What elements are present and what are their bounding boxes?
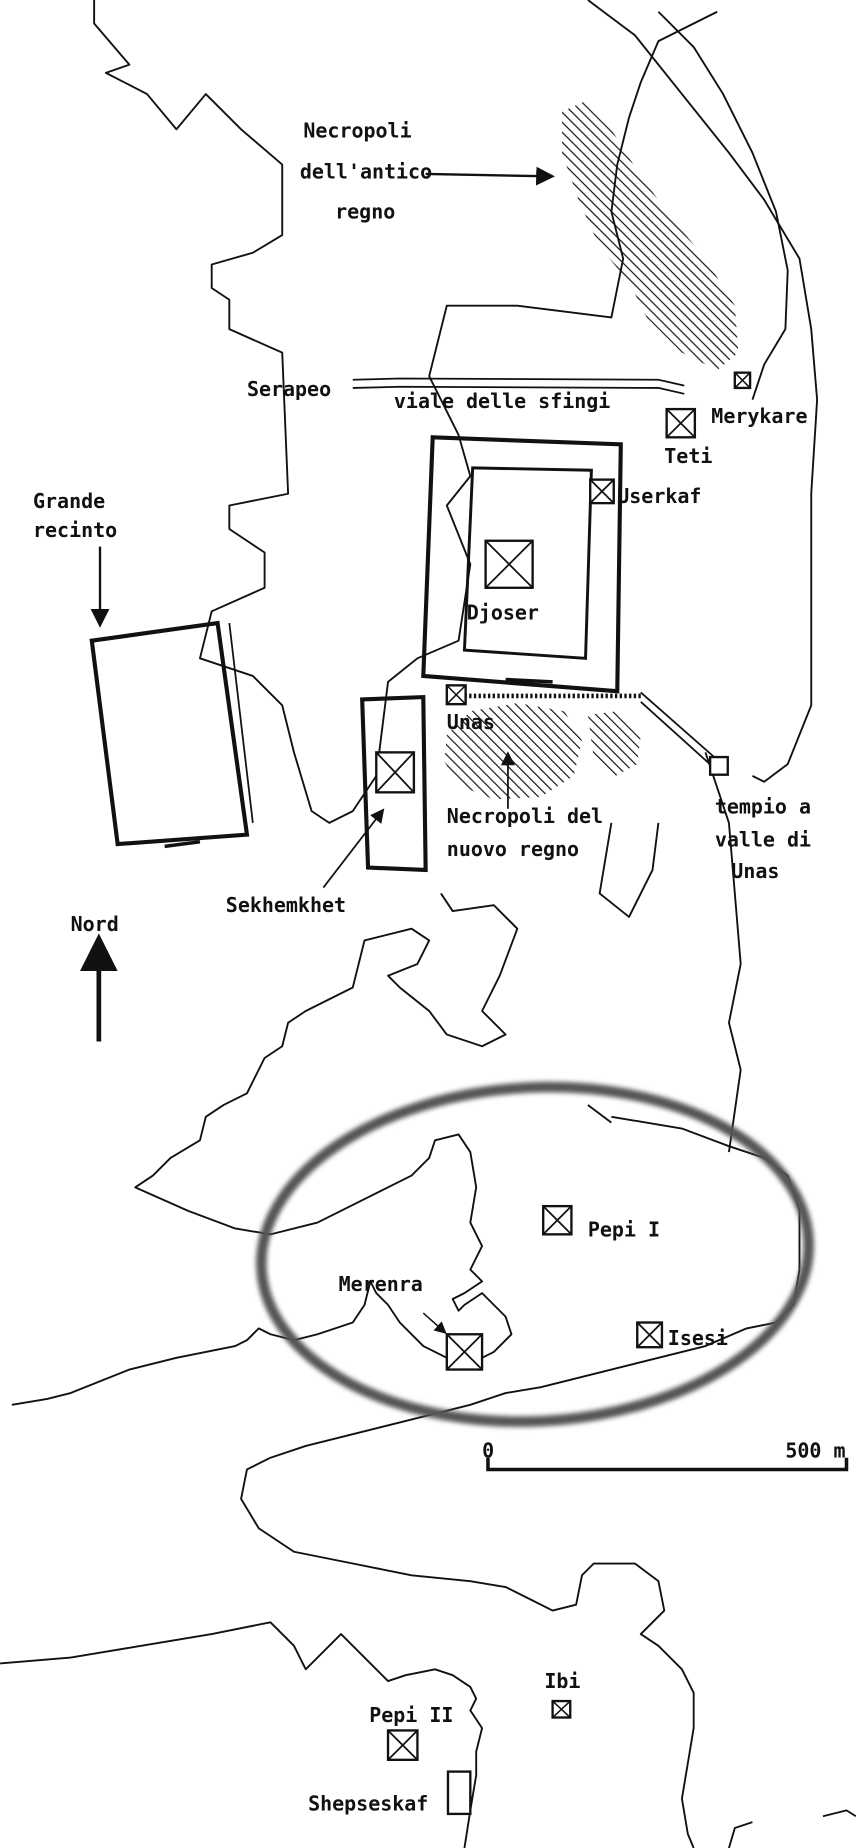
label-ibi: Ibi [544, 1669, 580, 1693]
label-grande-recinto-1: Grande [33, 489, 105, 513]
pyramid-unas-icon [445, 684, 467, 706]
label-serapeo: Serapeo [247, 377, 331, 401]
pyramid-merykare-icon [733, 371, 752, 390]
scale-start-label: 0 [482, 1439, 494, 1463]
pyramid-ibi-icon [551, 1699, 572, 1719]
label-viale: viale delle sfingi [394, 389, 610, 413]
label-pepi-i: Pepi I [588, 1218, 660, 1242]
label-teti: Teti [664, 444, 712, 468]
label-sekhemkhet: Sekhemkhet [226, 893, 346, 917]
grande-recinto-enclosure [89, 620, 250, 847]
sekhemkhet-enclosure [360, 694, 428, 873]
avenue-of-sphinxes [352, 377, 685, 395]
label-nord: Nord [71, 912, 119, 936]
label-necropoli-nuovo-2: nuovo regno [447, 837, 579, 861]
label-necropoli-antico-2: dell'antico [300, 160, 432, 184]
djoser-enclosure [421, 435, 623, 694]
unas-causeway-diagonal [640, 691, 721, 768]
pyramid-teti-icon [665, 407, 697, 439]
pyramid-isesi-icon [636, 1321, 664, 1349]
arrow-merenra-icon [422, 1312, 447, 1334]
pyramid-pepi-ii-icon [386, 1729, 419, 1762]
label-tempio-3: Unas [731, 859, 779, 883]
label-userkaf: Userkaf [617, 484, 701, 508]
label-necropoli-nuovo-1: Necropoli del [447, 804, 603, 828]
valley-temple-unas-icon [708, 755, 729, 776]
label-merykare: Merykare [711, 404, 807, 428]
pyramid-djoser-icon [484, 539, 534, 589]
mastaba-shepseskaf-icon [446, 1770, 472, 1816]
label-isesi: Isesi [668, 1326, 728, 1350]
old-kingdom-necropolis-area [562, 99, 739, 371]
label-tempio-2: valle di [715, 827, 811, 851]
pyramid-userkaf-icon [589, 478, 615, 505]
scale-end-label: 500 m [785, 1439, 845, 1463]
pyramid-pepi-i-icon [542, 1204, 573, 1236]
label-merenra: Merenra [339, 1272, 423, 1296]
label-djoser: Djoser [467, 601, 539, 625]
pyramid-merenra-icon [445, 1333, 484, 1371]
scale-bar [486, 1457, 849, 1472]
highlight-ring [256, 1081, 814, 1427]
djoser-inner-enclosure [462, 466, 593, 660]
new-kingdom-necropolis-area-east [587, 711, 641, 779]
label-tempio-1: tempio a [715, 794, 811, 818]
label-shepseskaf: Shepseskaf [308, 1791, 428, 1815]
arrow-sekhemkhet-icon [322, 808, 385, 889]
label-grande-recinto-2: recinto [33, 518, 117, 542]
arrow-old-necropolis-icon [425, 166, 555, 186]
label-necropoli-antico-3: regno [335, 200, 395, 224]
label-unas: Unas [447, 710, 495, 734]
label-necropoli-antico-1: Necropoli [303, 119, 411, 143]
label-pepi-ii: Pepi II [369, 1703, 453, 1727]
pyramid-sekhemkhet-icon [375, 751, 416, 794]
